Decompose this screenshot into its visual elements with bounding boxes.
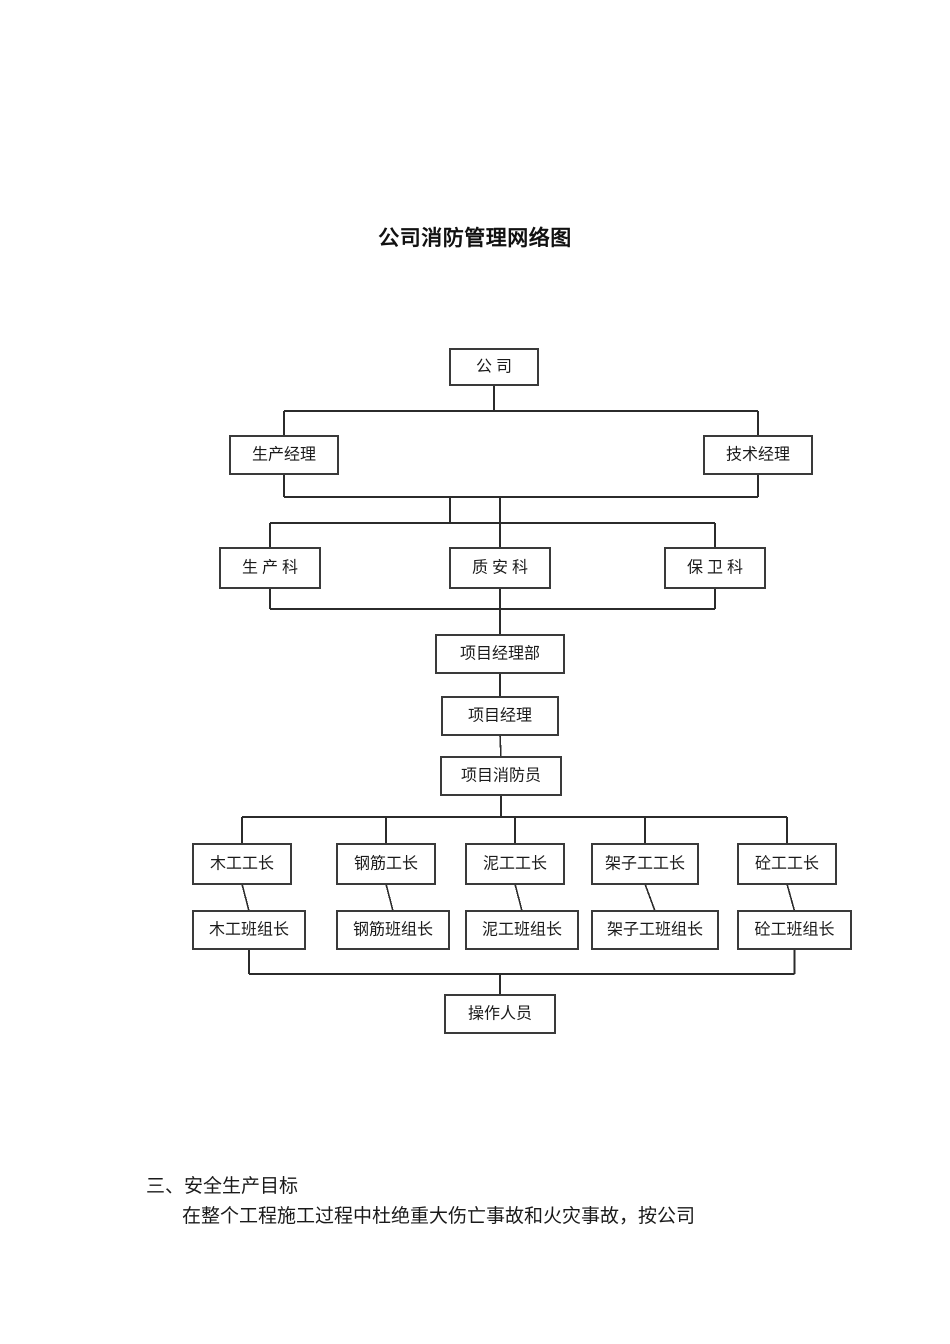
org-node-leader-conc[interactable]: 砼工班组长 (737, 910, 852, 950)
org-node-tech-manager[interactable]: 技术经理 (703, 435, 813, 475)
node-box-leader-rebar (336, 910, 450, 950)
node-label-prod-dept: 生产科 (242, 559, 302, 577)
org-node-prod-dept[interactable]: 生产科 (219, 547, 321, 589)
org-node-prod-manager[interactable]: 生产经理 (229, 435, 339, 475)
node-label-foreman-mason: 泥工工长 (483, 855, 547, 873)
node-box-foreman-conc (737, 843, 837, 885)
node-box-leader-wood (192, 910, 306, 950)
connector-layer (241, 385, 796, 995)
node-box-security-dept (664, 547, 766, 589)
node-box-quality-dept (449, 547, 551, 589)
node-label-leader-rebar: 钢筋班组长 (353, 921, 433, 939)
org-node-operators[interactable]: 操作人员 (444, 994, 556, 1034)
node-box-leader-scaff (591, 910, 719, 950)
pm-to-fireman (499, 734, 502, 758)
node-label-pm-department: 项目经理部 (460, 645, 540, 663)
footer-text-block: 三、安全生产目标 在整个工程施工过程中杜绝重大伤亡事故和火灾事故，按公司 (146, 1172, 906, 1232)
node-box-foreman-rebar (336, 843, 436, 885)
org-node-leader-mason[interactable]: 泥工班组长 (465, 910, 579, 950)
org-node-project-manager[interactable]: 项目经理 (441, 696, 559, 736)
foreman-scaff-to-leader (644, 883, 656, 912)
node-box-operators (444, 994, 556, 1034)
node-box-leader-mason (465, 910, 579, 950)
org-node-project-fireman[interactable]: 项目消防员 (440, 756, 562, 796)
org-node-foreman-rebar[interactable]: 钢筋工长 (336, 843, 436, 885)
node-box-leader-conc (737, 910, 852, 950)
org-node-leader-scaff[interactable]: 架子工班组长 (591, 910, 719, 950)
node-label-tech-manager: 技术经理 (726, 446, 790, 464)
org-node-leader-wood[interactable]: 木工班组长 (192, 910, 306, 950)
node-label-foreman-conc: 砼工工长 (755, 855, 819, 873)
node-box-company (449, 348, 539, 386)
node-box-foreman-mason (465, 843, 565, 885)
node-label-company: 公司 (476, 359, 516, 376)
foreman-mason-to-leader (514, 883, 523, 912)
node-label-leader-wood: 木工班组长 (209, 921, 289, 939)
org-node-security-dept[interactable]: 保卫科 (664, 547, 766, 589)
node-label-project-fireman: 项目消防员 (461, 767, 541, 785)
foreman-conc-to-leader (786, 883, 796, 912)
footer-heading: 三、安全生产目标 (146, 1176, 299, 1197)
org-node-foreman-scaff[interactable]: 架子工工长 (591, 843, 699, 885)
org-node-leader-rebar[interactable]: 钢筋班组长 (336, 910, 450, 950)
org-node-foreman-conc[interactable]: 砼工工长 (737, 843, 837, 885)
page-title: 公司消防管理网络图 (378, 227, 572, 250)
node-label-leader-mason: 泥工班组长 (482, 921, 562, 939)
node-label-foreman-rebar: 钢筋工长 (354, 855, 418, 873)
node-label-project-manager: 项目经理 (468, 707, 532, 725)
node-box-project-fireman (440, 756, 562, 796)
node-label-prod-manager: 生产经理 (252, 446, 316, 464)
org-node-foreman-wood[interactable]: 木工工长 (192, 843, 292, 885)
node-label-quality-dept: 质安科 (472, 559, 532, 577)
node-label-foreman-scaff: 架子工工长 (605, 855, 685, 873)
node-label-foreman-wood: 木工工长 (210, 855, 274, 873)
org-node-pm-department[interactable]: 项目经理部 (435, 634, 565, 674)
node-label-operators: 操作人员 (468, 1005, 532, 1023)
node-box-pm-department (435, 634, 565, 674)
node-box-prod-manager (229, 435, 339, 475)
foreman-rebar-to-leader (385, 883, 394, 912)
node-box-prod-dept (219, 547, 321, 589)
org-node-quality-dept[interactable]: 质安科 (449, 547, 551, 589)
node-box-foreman-scaff (591, 843, 699, 885)
node-label-leader-conc: 砼工班组长 (754, 921, 834, 939)
node-box-project-manager (441, 696, 559, 736)
node-box-tech-manager (703, 435, 813, 475)
org-node-company[interactable]: 公司 (449, 348, 539, 386)
node-label-security-dept: 保卫科 (687, 559, 747, 577)
foreman-wood-to-leader (241, 883, 250, 912)
footer-body: 在整个工程施工过程中杜绝重大伤亡事故和火灾事故，按公司 (182, 1206, 696, 1227)
node-box-foreman-wood (192, 843, 292, 885)
org-node-foreman-mason[interactable]: 泥工工长 (465, 843, 565, 885)
node-label-leader-scaff: 架子工班组长 (607, 921, 703, 939)
